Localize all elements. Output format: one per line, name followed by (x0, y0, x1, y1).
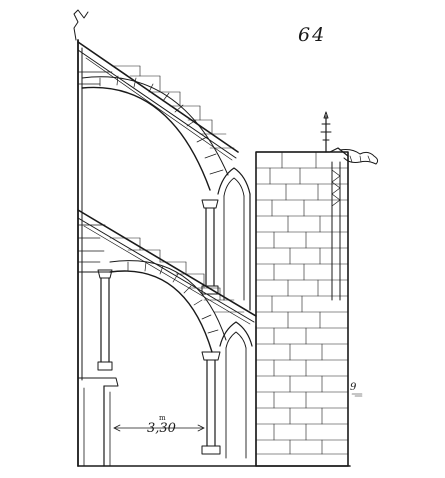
span-dimension (113, 424, 205, 432)
upper-buttress-coping (77, 41, 239, 161)
dimension-label: 3,30 (147, 421, 176, 436)
scale-mark-tick (351, 393, 363, 397)
buttress-pier (255, 147, 349, 467)
upper-window (201, 167, 251, 311)
aisle-colonnette (97, 269, 113, 371)
aisle-pier (77, 377, 119, 467)
lower-buttress-arch (109, 237, 245, 353)
upper-buttress-arch (81, 65, 235, 191)
plate-number: 64 (298, 24, 327, 46)
lower-buttress-coping (77, 209, 257, 325)
nave-wall (73, 9, 113, 467)
lower-window (201, 321, 257, 467)
dimension-unit: m (159, 414, 166, 422)
pinnacle-finial (320, 111, 332, 153)
gargoyle (339, 149, 379, 165)
scale-mark: 9 (350, 382, 357, 393)
